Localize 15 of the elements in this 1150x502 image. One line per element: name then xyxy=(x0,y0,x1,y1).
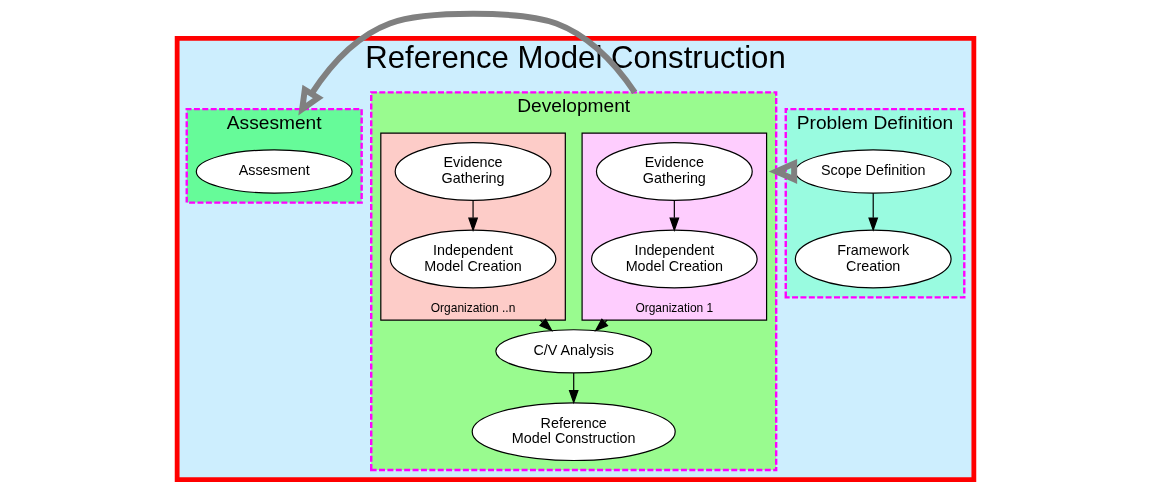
node-ellipse: Independent Model Creation xyxy=(389,229,556,288)
arrow xyxy=(467,199,478,232)
node-ellipse: Scope Definition xyxy=(794,148,952,194)
node-ellipse: Evidence Gathering xyxy=(394,141,552,201)
node-ellipse: Independent Model Creation xyxy=(590,229,758,288)
node-ellipse: Framework Creation xyxy=(794,229,952,288)
arrow xyxy=(768,158,797,184)
arrow xyxy=(867,192,878,232)
node-ellipse: Assesment xyxy=(195,148,353,194)
arrow xyxy=(297,10,637,116)
arrow xyxy=(593,317,608,332)
node-ellipse: C/V Analysis xyxy=(494,328,652,373)
node-ellipse: Evidence Gathering xyxy=(595,141,753,201)
arrow xyxy=(538,317,553,332)
node-ellipse: Reference Model Construction xyxy=(471,401,676,461)
